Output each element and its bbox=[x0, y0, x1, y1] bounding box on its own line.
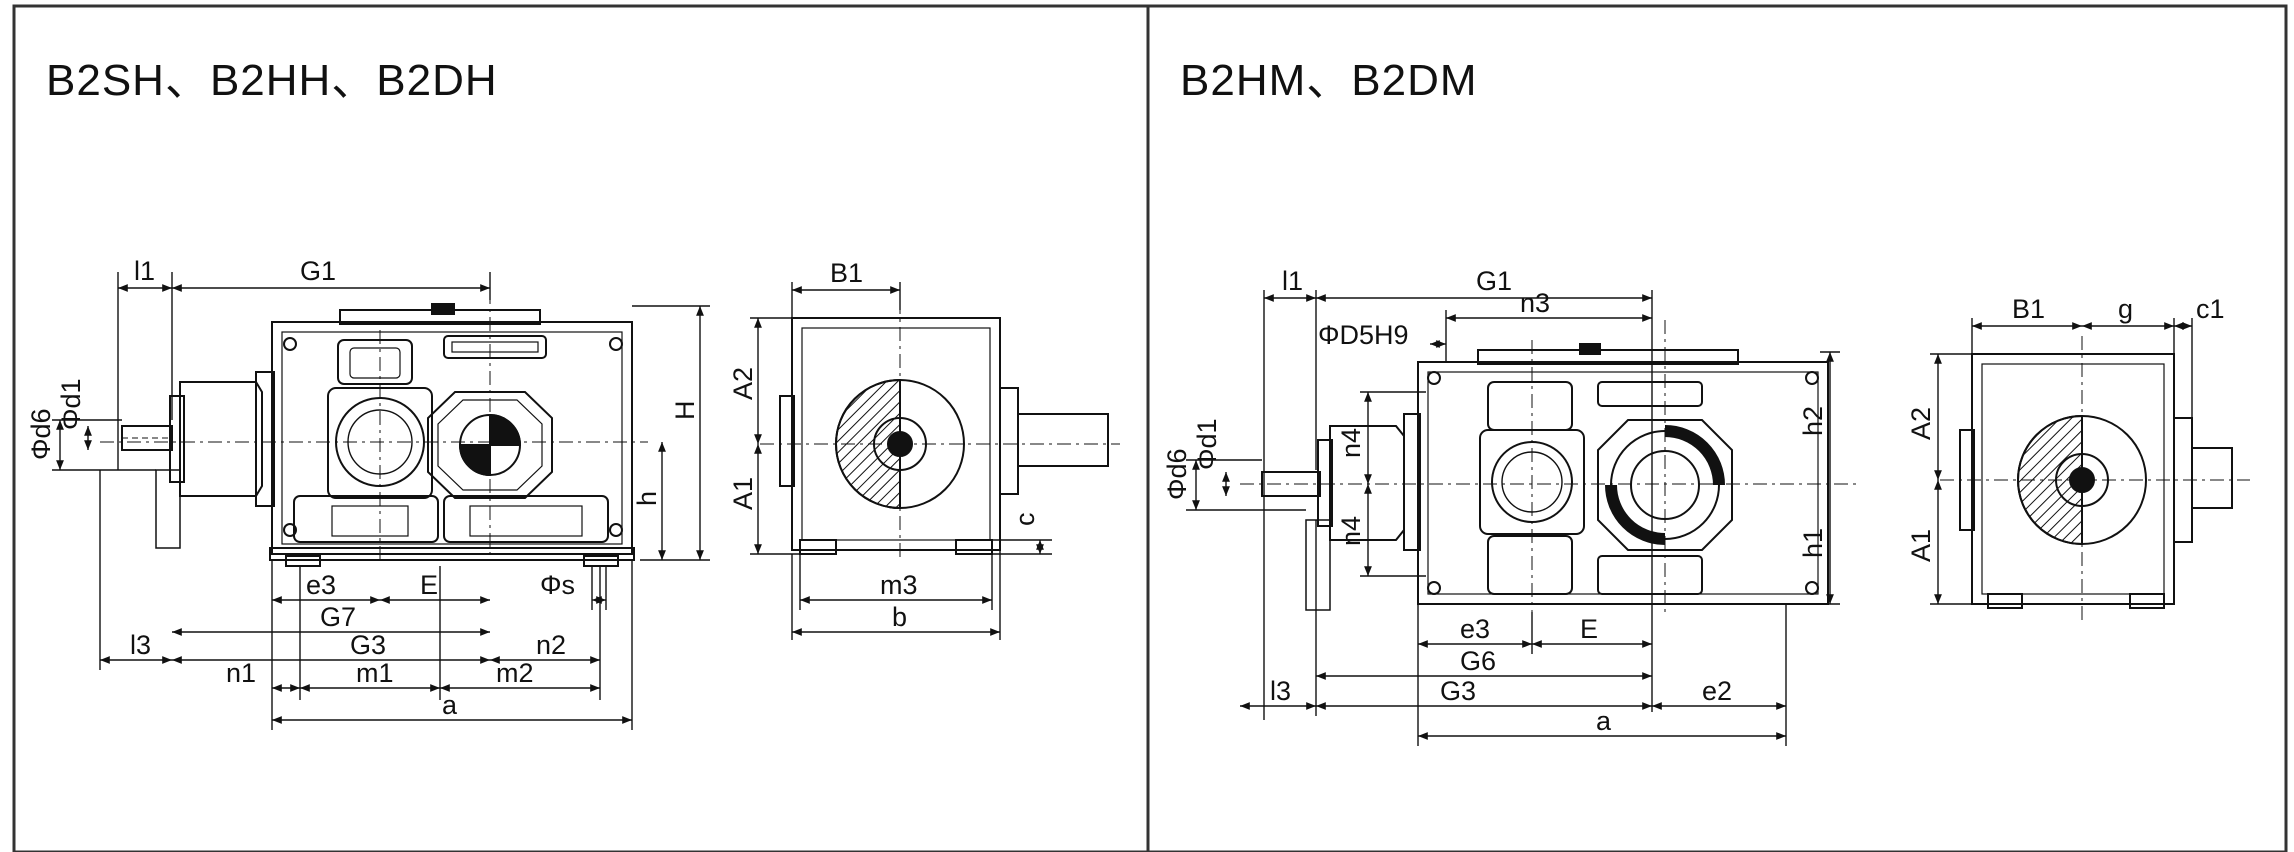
label-r-E: E bbox=[1580, 614, 1598, 644]
side-output-shaft bbox=[1017, 413, 1109, 467]
label-phi-s: Φs bbox=[540, 570, 575, 600]
label-H: H bbox=[670, 401, 700, 421]
label-h: h bbox=[632, 491, 662, 506]
label-side-m3: m3 bbox=[880, 570, 918, 600]
label-l1: l1 bbox=[134, 256, 155, 286]
label-side-b: b bbox=[892, 602, 907, 632]
label-n1: n1 bbox=[226, 658, 256, 688]
label-rs-B1: B1 bbox=[2012, 294, 2045, 324]
label-rs-c1: c1 bbox=[2196, 294, 2225, 324]
label-side-B1: B1 bbox=[830, 258, 863, 288]
label-r-h1: h1 bbox=[1798, 528, 1828, 558]
label-phi-d1: Φd1 bbox=[56, 378, 86, 430]
label-r-n4-bottom: n4 bbox=[1336, 516, 1366, 546]
label-side-c: c bbox=[1010, 513, 1040, 527]
label-a: a bbox=[442, 690, 458, 720]
label-E: E bbox=[420, 570, 438, 600]
label-rs-g: g bbox=[2118, 294, 2133, 324]
output-flange bbox=[427, 391, 553, 499]
label-rs-A2: A2 bbox=[1906, 407, 1936, 440]
panel-title-right: B2HM、B2DM bbox=[1180, 56, 1478, 105]
label-r-n3: n3 bbox=[1520, 288, 1550, 318]
label-G7: G7 bbox=[320, 602, 356, 632]
label-r-a: a bbox=[1596, 706, 1612, 736]
label-r-phi-d6: Φd6 bbox=[1162, 448, 1192, 500]
label-r-e3: e3 bbox=[1460, 614, 1490, 644]
right-front-view bbox=[1240, 320, 1860, 612]
label-l3: l3 bbox=[130, 630, 151, 660]
right-side-view bbox=[1940, 336, 2250, 620]
label-m2: m2 bbox=[496, 658, 534, 688]
label-side-A1: A1 bbox=[728, 477, 758, 510]
label-n2: n2 bbox=[536, 630, 566, 660]
label-G1: G1 bbox=[300, 256, 336, 286]
panel-title-left: B2SH、B2HH、B2DH bbox=[46, 56, 498, 105]
label-phi-d6: Φd6 bbox=[26, 408, 56, 460]
housing-body bbox=[271, 321, 633, 555]
label-e3: e3 bbox=[306, 570, 336, 600]
label-r-n4-top: n4 bbox=[1336, 428, 1366, 458]
label-r-phi-D5H9: ΦD5H9 bbox=[1318, 320, 1409, 350]
left-side-view bbox=[760, 300, 1120, 560]
label-m1: m1 bbox=[356, 658, 394, 688]
label-r-l3: l3 bbox=[1270, 676, 1291, 706]
label-r-phi-d1: Φd1 bbox=[1192, 418, 1222, 470]
label-G3: G3 bbox=[350, 630, 386, 660]
label-r-l1: l1 bbox=[1282, 266, 1303, 296]
label-r-G3: G3 bbox=[1440, 676, 1476, 706]
left-front-view bbox=[100, 290, 648, 567]
outer-frame bbox=[12, 4, 2288, 852]
label-r-e2: e2 bbox=[1702, 676, 1732, 706]
label-side-A2: A2 bbox=[728, 367, 758, 400]
label-rs-A1: A1 bbox=[1906, 529, 1936, 562]
label-r-G1: G1 bbox=[1476, 266, 1512, 296]
label-r-h2: h2 bbox=[1798, 406, 1828, 436]
label-r-G6: G6 bbox=[1460, 646, 1496, 676]
